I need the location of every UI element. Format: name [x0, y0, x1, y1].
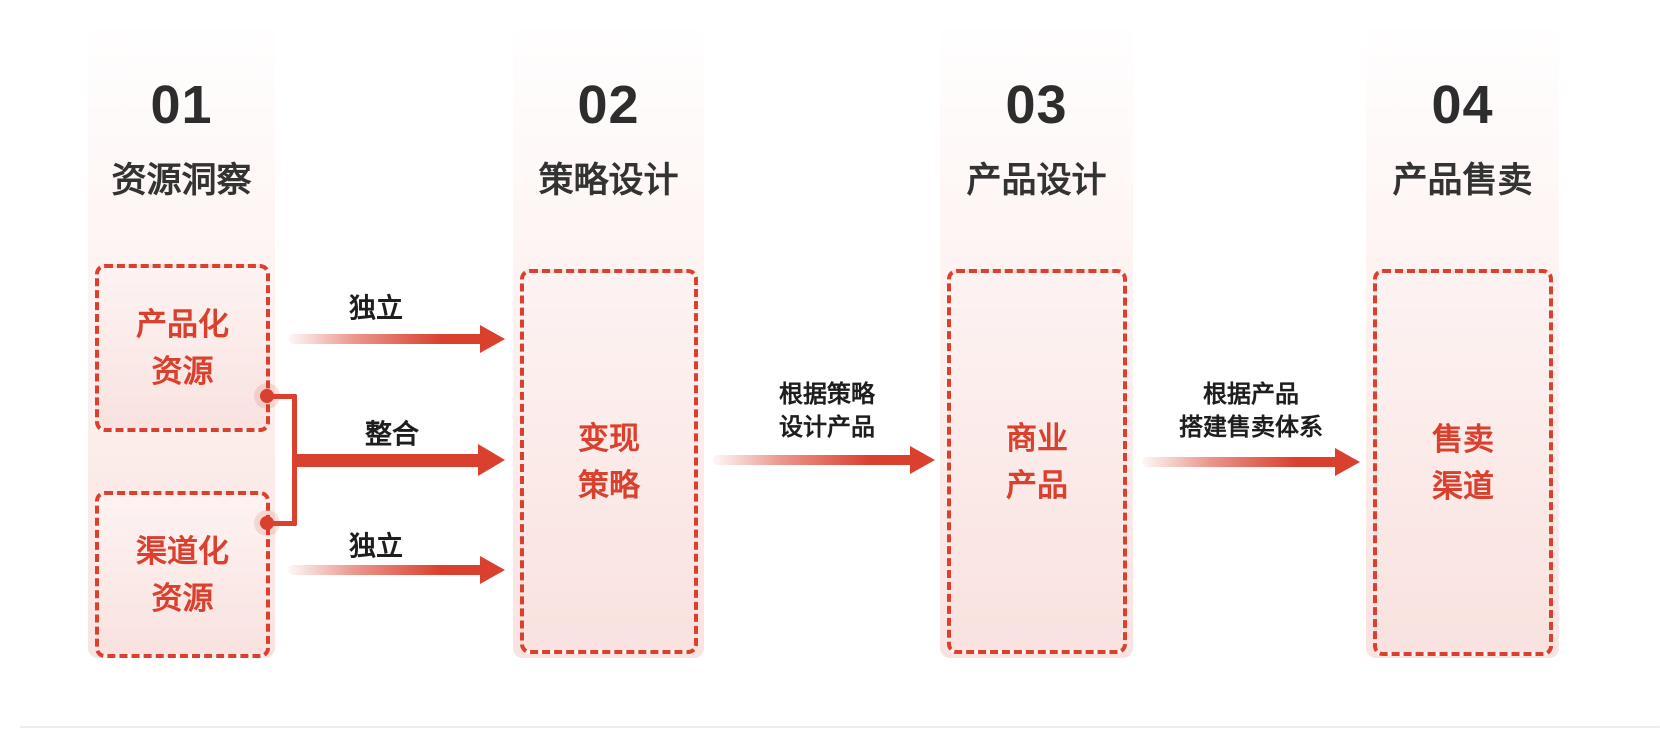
label-integrate: 整合	[365, 419, 419, 450]
arrow-shaft	[1142, 457, 1335, 467]
arrow-head-icon	[1335, 448, 1360, 476]
step-number-4: 04	[1431, 75, 1494, 135]
box-monetization-strategy-line1: 变现	[578, 420, 640, 456]
label-independent-top: 独立	[349, 293, 403, 324]
arrow-shaft	[294, 453, 478, 467]
arrow-shaft	[713, 455, 910, 465]
arrow-head-icon	[480, 325, 505, 353]
step-number-3: 03	[1005, 75, 1068, 135]
step-title-4: 产品售卖	[1392, 161, 1533, 200]
arrow-head-icon	[480, 556, 505, 584]
box-sales-channel-line2: 渠道	[1432, 468, 1494, 504]
bracket-line-vertical	[292, 394, 297, 526]
label-strategy-to-product-line1: 根据策略	[779, 381, 875, 408]
box-monetization-strategy-line2: 策略	[578, 467, 640, 503]
box-commercial-product: 商业 产品	[947, 269, 1127, 654]
box-monetization-strategy: 变现 策略	[520, 269, 698, 654]
label-product-to-sales-line1: 根据产品	[1203, 381, 1299, 408]
box-commercial-product-line2: 产品	[1006, 467, 1068, 503]
box-productized-resources: 产品化 资源	[95, 264, 270, 432]
step-number-2: 02	[577, 75, 640, 135]
label-independent-bottom: 独立	[349, 531, 403, 562]
bracket-line-bottom	[267, 521, 297, 526]
box-commercial-product-line1: 商业	[1006, 420, 1068, 456]
bottom-divider	[20, 726, 1660, 728]
step-title-1: 资源洞察	[111, 161, 252, 200]
box-productized-resources-line1: 产品化	[136, 307, 229, 342]
arrow-head-icon	[910, 446, 935, 474]
label-strategy-to-product: 根据策略 设计产品	[779, 378, 875, 444]
arrow-shaft	[288, 565, 480, 575]
arrow-head-icon	[478, 444, 505, 476]
step-title-2: 策略设计	[538, 161, 679, 200]
arrow-strategy-to-product-icon	[713, 446, 935, 474]
arrow-integrate-icon	[294, 444, 505, 476]
label-product-to-sales: 根据产品 搭建售卖体系	[1179, 378, 1323, 444]
box-productized-resources-line2: 资源	[151, 354, 214, 389]
arrow-independent-bottom-icon	[288, 556, 505, 584]
box-channelized-resources-line1: 渠道化	[136, 533, 229, 569]
bracket-line-top	[267, 394, 297, 399]
box-sales-channel-line1: 售卖	[1432, 421, 1494, 457]
label-product-to-sales-line2: 搭建售卖体系	[1179, 414, 1323, 441]
arrow-independent-top-icon	[288, 325, 505, 353]
box-channelized-resources: 渠道化 资源	[95, 491, 270, 658]
step-number-1: 01	[150, 75, 213, 135]
box-sales-channel: 售卖 渠道	[1373, 269, 1553, 656]
arrow-shaft	[288, 334, 480, 344]
label-strategy-to-product-line2: 设计产品	[779, 414, 875, 441]
arrow-product-to-sales-icon	[1142, 448, 1360, 476]
step-title-3: 产品设计	[966, 161, 1107, 200]
box-channelized-resources-line2: 资源	[151, 580, 214, 616]
